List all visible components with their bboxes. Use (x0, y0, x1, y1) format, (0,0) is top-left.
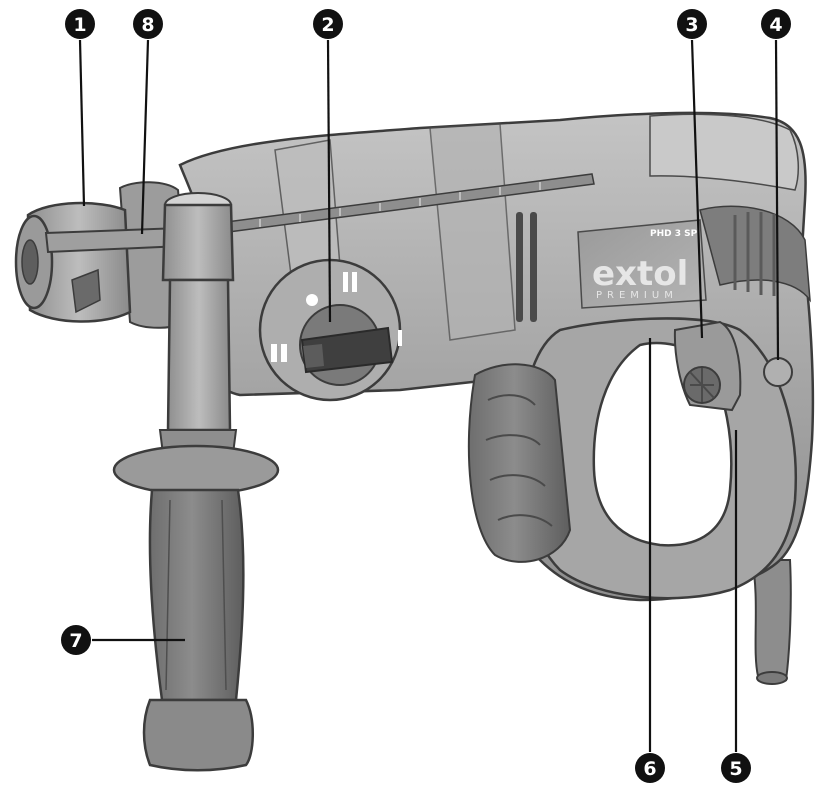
callout-5: 5 (721, 753, 751, 783)
brand-model: PHD 3 SP (650, 229, 698, 239)
callout-2-label: 2 (321, 14, 334, 36)
power-cord (750, 559, 792, 685)
trigger-switch (673, 320, 742, 412)
callout-4-label: 4 (769, 14, 782, 36)
brand-tagline: PREMIUM (596, 290, 678, 301)
callout-1-label: 1 (73, 14, 86, 36)
callout-8: 8 (133, 9, 163, 39)
callout-6-label: 6 (643, 758, 656, 780)
callout-2: 2 (313, 9, 343, 39)
brand-name: extol (592, 254, 688, 294)
vent-slots (516, 212, 537, 322)
rear-handle (467, 317, 797, 600)
callout-6: 6 (635, 753, 665, 783)
lock-button (763, 357, 793, 387)
brand-plate: PHD 3 SP extol PREMIUM (577, 219, 707, 309)
callout-3-label: 3 (685, 14, 698, 36)
auxiliary-handle (112, 192, 280, 772)
callout-8-label: 8 (141, 14, 154, 36)
leader-lines (78, 39, 780, 752)
callout-1: 1 (65, 9, 95, 39)
callout-7-label: 7 (69, 630, 82, 652)
callout-3: 3 (677, 9, 707, 39)
mode-selector (258, 258, 402, 402)
callout-4: 4 (761, 9, 791, 39)
callout-5-label: 5 (729, 758, 742, 780)
callout-7: 7 (61, 625, 91, 655)
